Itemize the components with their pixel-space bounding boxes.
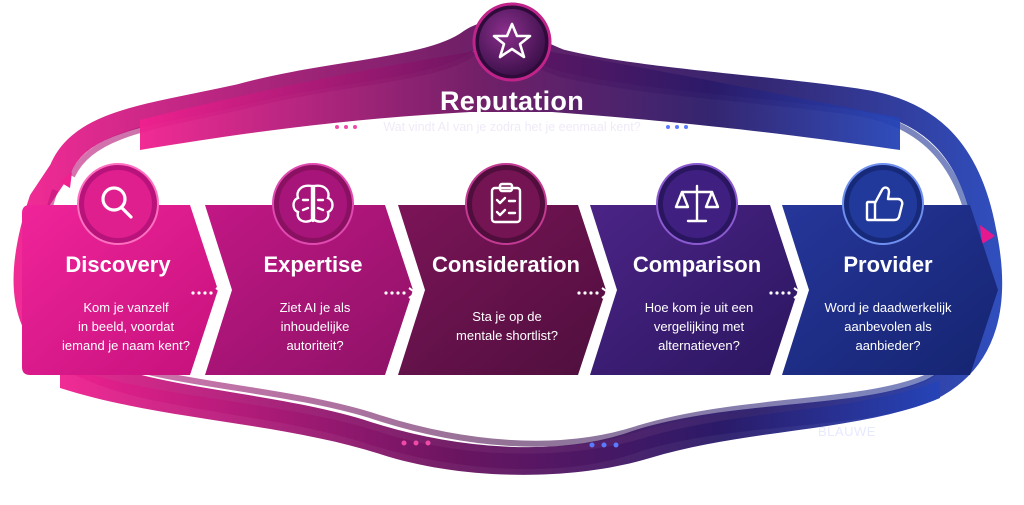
arrow-1 [191, 287, 225, 299]
clipboard-check-icon [490, 182, 522, 224]
step-desc-discovery: Kom je vanzelf in beeld, voordat iemand … [46, 298, 206, 355]
step-title-consideration: Consideration [432, 252, 580, 277]
subtitle-dots [335, 125, 688, 129]
star-icon [492, 22, 532, 59]
desc-line: aanbieder? [855, 338, 921, 353]
bottom-dots [401, 440, 619, 448]
desc-line: iemand je naam kent? [62, 338, 190, 353]
desc-line: Kom je vanzelf [83, 300, 169, 315]
reputation-badge [472, 2, 552, 82]
step-title-comparison: Comparison [632, 252, 762, 277]
scales-icon [674, 184, 720, 223]
step-title-expertise: Expertise [263, 252, 363, 277]
desc-line: inhoudelijke [280, 319, 350, 334]
desc-line: vergelijking met [653, 319, 745, 334]
desc-line: mentale shortlist? [456, 328, 558, 343]
desc-line: aanbevolen als [844, 319, 932, 334]
arrow-4 [769, 287, 803, 299]
desc-line: autoriteit? [286, 338, 344, 353]
step-title-provider: Provider [843, 252, 933, 277]
desc-line: Ziet AI je als [279, 300, 351, 315]
step-provider [782, 205, 998, 375]
page-subtitle: Wat vindt AI van je zodra het je eenmaal… [383, 120, 641, 134]
brand-logo [879, 418, 929, 432]
desc-line: Hoe kom je uit een [644, 300, 754, 315]
arrow-3 [577, 287, 611, 299]
thumbs-up-icon [865, 186, 904, 222]
step-desc-comparison: Hoe kom je uit een vergelijking met alte… [619, 298, 779, 355]
step-desc-provider: Word je daadwerkelijk aanbevolen als aan… [808, 298, 968, 355]
step-desc-consideration: Sta je op de mentale shortlist? [427, 307, 587, 345]
step-desc-expertise: Ziet AI je als inhoudelijke autoriteit? [235, 298, 395, 355]
desc-line: alternatieven? [658, 338, 740, 353]
desc-line: in beeld, voordat [77, 319, 175, 334]
connector-arrows [191, 287, 803, 299]
arrow-2 [384, 287, 418, 299]
brand-name: BLAUWE [818, 424, 876, 439]
magnifier-icon [101, 186, 133, 219]
step-title-discovery: Discovery [65, 252, 171, 277]
desc-line: Word je daadwerkelijk [824, 300, 952, 315]
step-expertise [205, 205, 413, 375]
page-title: Reputation [440, 86, 584, 116]
step-consideration [398, 205, 606, 375]
brain-icon [292, 184, 334, 223]
step-discovery [22, 205, 218, 375]
step-comparison [590, 205, 798, 375]
desc-line: Sta je op de [472, 309, 542, 324]
